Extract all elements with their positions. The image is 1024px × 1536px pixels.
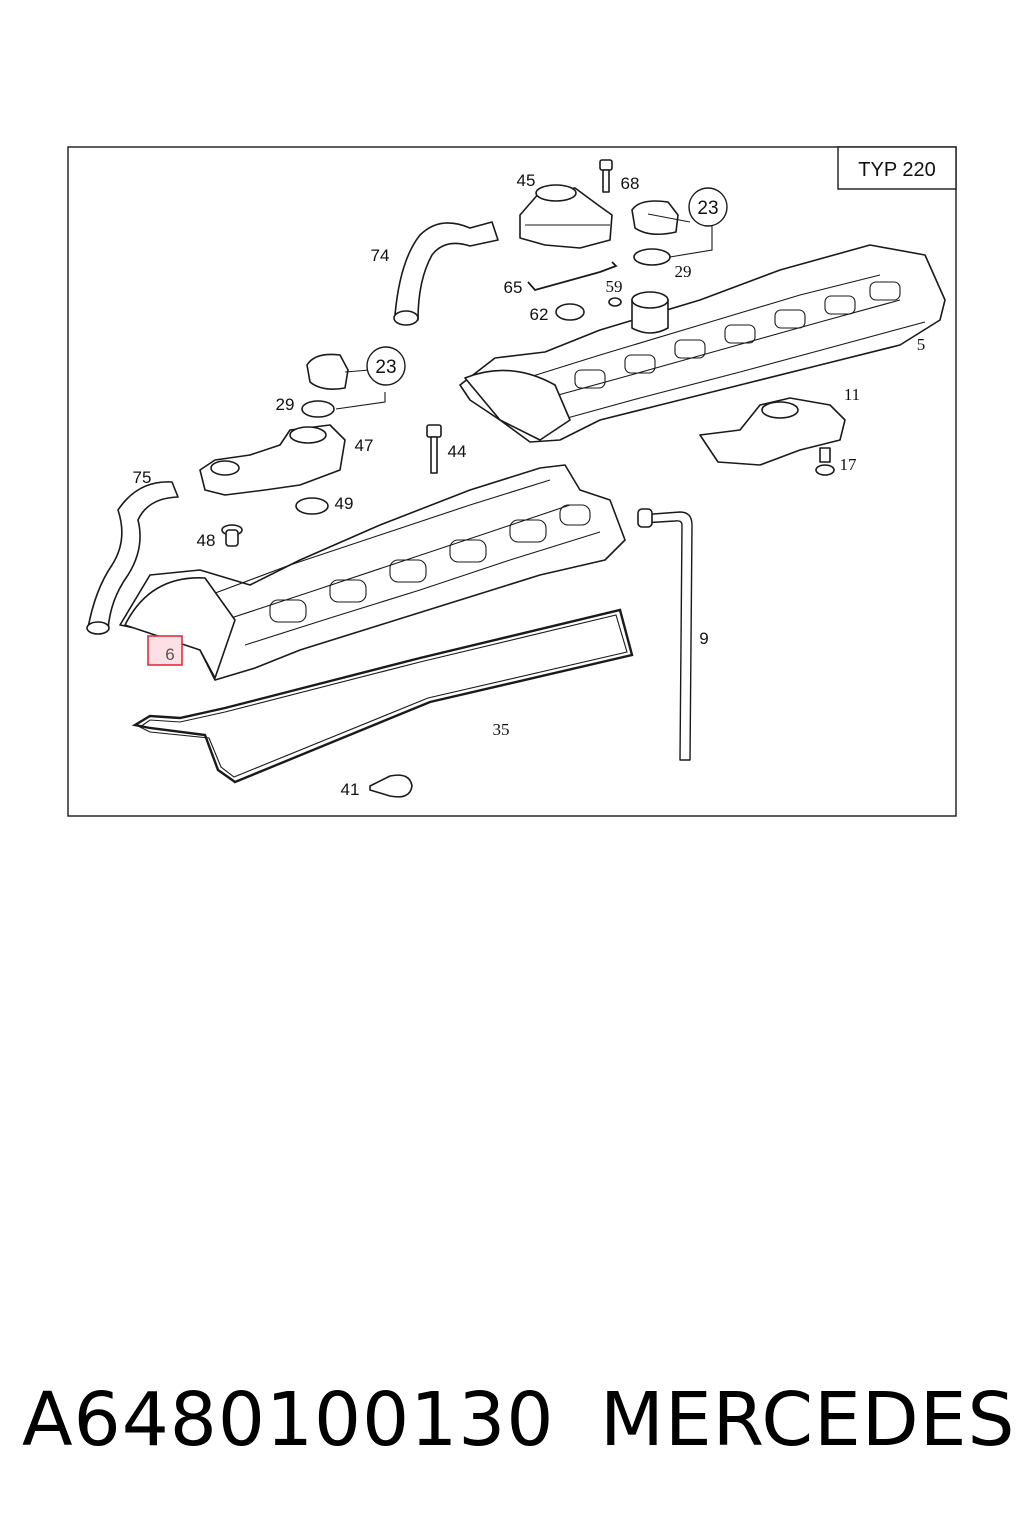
front-valve-cover [119,464,626,681]
rear-valve-cover [459,244,946,443]
clip-65 [527,261,618,292]
type-label-box: TYP 220 [837,146,957,190]
brand-name: MERCEDES [600,1377,1016,1463]
oil-cap-mid [306,353,349,390]
callout-62: 62 [530,305,549,324]
bracket-11 [699,397,846,466]
breather-hose-74 [394,221,499,321]
callout-23-mid-circle [366,346,406,386]
breather-hose-75 [87,481,179,631]
parts-diagram: TYP 220 [67,146,957,817]
ring-62 [555,303,585,321]
plug-48 [221,524,243,547]
callout-29-top: 29 [675,262,692,281]
callout-35: 35 [493,720,510,739]
callout-47: 47 [355,436,374,455]
oil-separator-47 [199,424,346,496]
seal-29-mid [301,400,335,418]
callout-9: 9 [699,629,708,648]
callout-75: 75 [133,468,152,487]
callout-23-mid: 23 [375,357,396,378]
type-label: TYP 220 [858,159,935,181]
callout-41: 41 [341,780,360,799]
callout-48: 48 [197,531,216,550]
callout-74: 74 [371,246,390,265]
callout-17: 17 [840,455,858,474]
callout-44: 44 [448,442,467,461]
clip-41 [369,774,413,798]
callout-29-mid: 29 [276,395,295,414]
seal-49 [295,497,329,515]
part-number: A6480100130 [22,1377,555,1463]
callout-49: 49 [335,494,354,513]
oil-cap-top [631,200,679,236]
oil-separator-45 [519,184,613,249]
bolt-44 [426,424,442,474]
callout-23-top: 23 [697,198,718,219]
seal-29-top [633,248,671,266]
callout-23-top-circle [688,187,728,227]
callout-6-highlight [147,635,183,666]
callout-59: 59 [606,277,623,296]
bolt-68 [599,159,613,193]
ring-59 [608,297,622,307]
bolt-17 [815,447,835,476]
footer: A6480100130 MERCEDES [0,1370,1024,1470]
callout-45: 45 [517,171,536,190]
valve-cover-gasket [131,608,634,784]
callout-5: 5 [917,335,926,354]
callout-65: 65 [504,278,523,297]
leader-lines [335,213,713,410]
callout-68: 68 [621,174,640,193]
callout-6: 6 [165,645,174,664]
breather-pipe [639,511,693,761]
callout-11: 11 [844,385,860,404]
